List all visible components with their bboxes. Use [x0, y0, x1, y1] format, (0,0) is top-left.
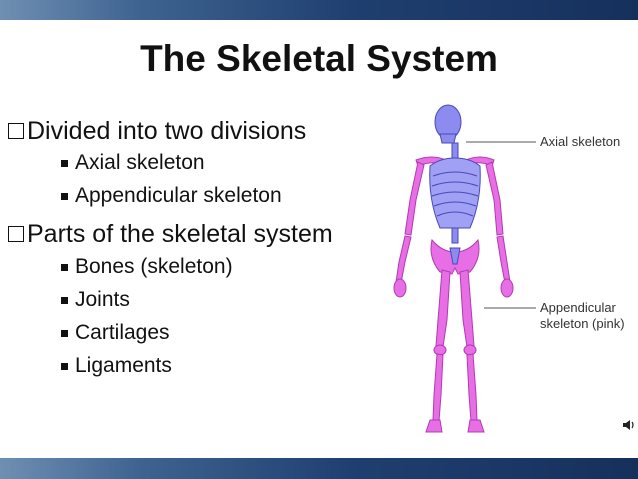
sub-bullet-text: Cartilages: [75, 321, 170, 344]
speaker-icon[interactable]: [622, 418, 636, 432]
appendicular-label-line2: skeleton (pink): [540, 316, 625, 331]
filled-square-bullet-icon: [61, 264, 68, 271]
sub-bullet-bones: Bones (skeleton): [61, 255, 233, 279]
sub-bullet-text: Appendicular skeleton: [75, 184, 282, 207]
filled-square-bullet-icon: [61, 297, 68, 304]
sub-bullet-text: Ligaments: [75, 354, 172, 377]
sub-bullet-cartilages: Cartilages: [61, 321, 170, 345]
bullet-text: Parts of the skeletal system: [27, 220, 333, 248]
hollow-square-bullet-icon: [8, 226, 24, 242]
axial-skeleton: [429, 104, 481, 265]
bottom-banner: [0, 458, 638, 479]
sub-bullet-text: Joints: [75, 288, 130, 311]
filled-square-bullet-icon: [61, 330, 68, 337]
filled-square-bullet-icon: [61, 160, 68, 167]
appendicular-label-line1: Appendicular: [540, 300, 616, 315]
filled-square-bullet-icon: [61, 193, 68, 200]
filled-square-bullet-icon: [61, 363, 68, 370]
bullet-divisions: Divided into two divisions: [8, 117, 306, 146]
sub-bullet-text: Axial skeleton: [75, 151, 205, 174]
sub-bullet-ligaments: Ligaments: [61, 354, 172, 378]
hollow-square-bullet-icon: [8, 123, 24, 139]
bullet-parts: Parts of the skeletal system: [8, 220, 333, 249]
top-banner: [0, 0, 638, 20]
axial-label: Axial skeleton: [540, 134, 621, 149]
sub-bullet-joints: Joints: [61, 288, 130, 312]
sub-bullet-axial: Axial skeleton: [61, 151, 205, 175]
slide-title: The Skeletal System: [140, 38, 498, 79]
appendicular-skeleton: [393, 156, 514, 433]
sub-bullet-appendicular: Appendicular skeleton: [61, 184, 282, 208]
bullet-text: Divided into two divisions: [27, 117, 307, 145]
sub-bullet-text: Bones (skeleton): [75, 255, 233, 278]
